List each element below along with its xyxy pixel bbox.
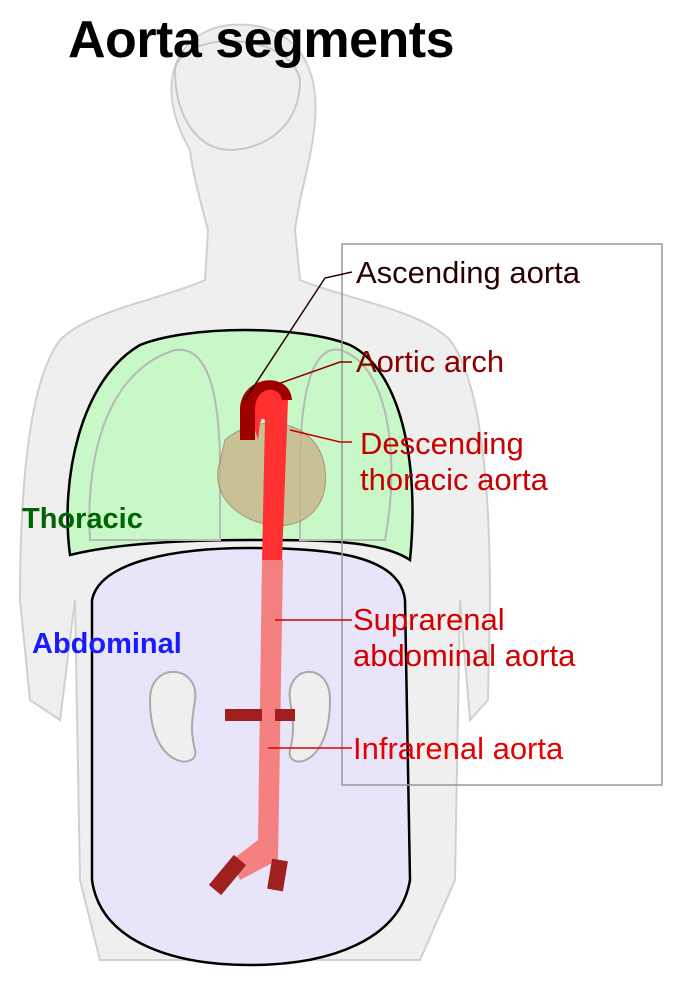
aortic-arch [240,380,292,440]
label-line: Suprarenal [353,602,505,637]
label-line: abdominal aorta [353,638,576,673]
label-descending-thoracic-aorta: Descending thoracic aorta [360,426,548,498]
lung-left-outline [88,348,221,541]
region-label-thoracic: Thoracic [22,503,143,535]
aorta-lower [232,560,283,880]
iliac-branches [208,854,288,896]
kidney-left [148,670,197,763]
label-line: Descending [360,426,524,461]
label-ascending-aorta: Ascending aorta [356,255,581,290]
region-label-abdominal: Abdominal [32,628,182,660]
lung-right-outline [299,348,393,541]
brain-outline [173,40,302,152]
label-suprarenal-abdominal-aorta: Suprarenal abdominal aorta [353,602,575,674]
abdominal-region [90,546,412,967]
label-aortic-arch: Aortic arch [356,344,505,379]
label-box [341,243,663,786]
page-title: Aorta segments [68,11,455,69]
label-infrarenal-aorta: Infrarenal aorta [353,731,564,766]
kidney-right [288,670,332,763]
label-line: thoracic aorta [360,462,548,497]
leader-lines [244,271,353,749]
